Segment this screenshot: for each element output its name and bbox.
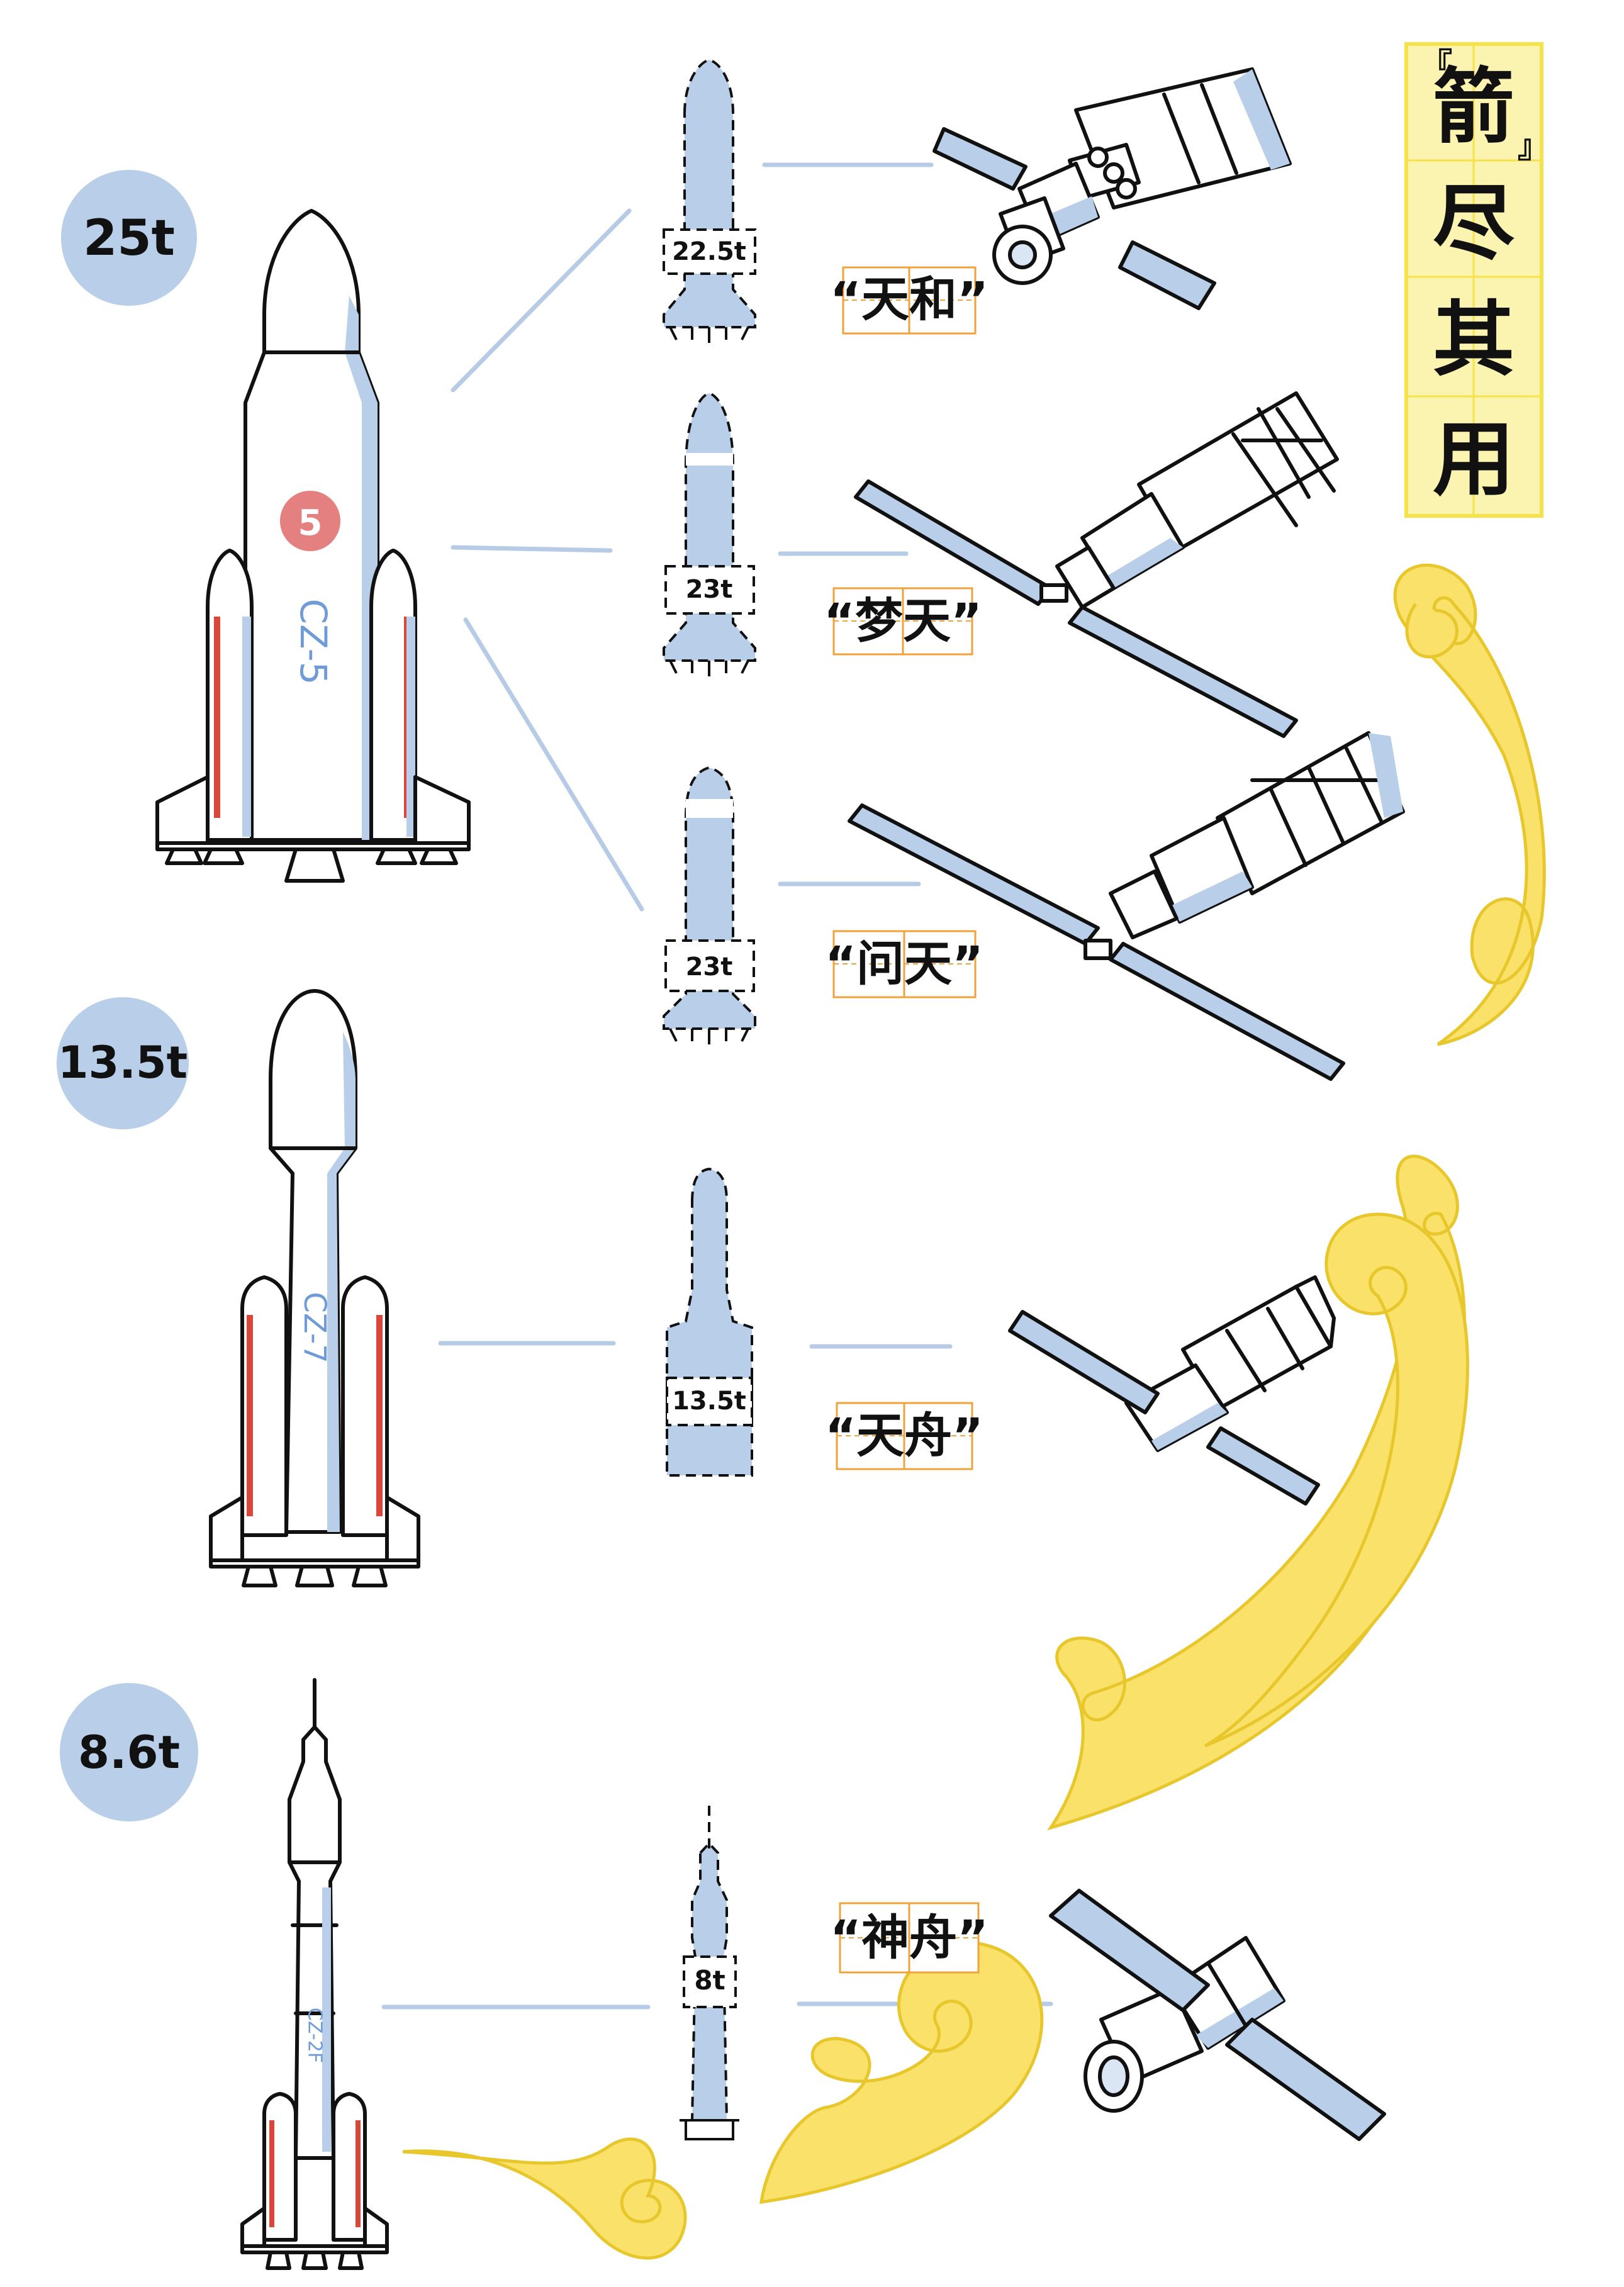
badge-text: 13.5t (58, 1037, 188, 1088)
silhouette-mass: 23t (686, 953, 733, 981)
label-shenzhou: “神舟” (830, 1902, 988, 1974)
spacecraft-name: “神舟” (830, 1910, 988, 1965)
rocket-model-label: CZ-2F (304, 2008, 326, 2063)
title-char-3: 其 (1433, 292, 1515, 388)
rocket-cz5: 5 CZ-5 (155, 209, 471, 883)
rocket-cz7: CZ-7 (209, 989, 420, 1587)
spacecraft-name: “天和” (830, 271, 988, 327)
spacecraft-wentian (848, 731, 1405, 1081)
title-close-bracket: 』 (1518, 128, 1549, 165)
silhouette-mengtian: 23t (663, 391, 756, 676)
silhouette-shenzhou: 8t (680, 1806, 739, 2140)
silhouette-wentian: 23t (663, 766, 756, 1044)
silhouette-mass: 8t (694, 1965, 725, 1996)
payload-badge-cz2f: 8.6t (60, 1683, 198, 1821)
payload-badge-cz5: 25t (61, 170, 197, 306)
label-wentian: “问天” (825, 930, 983, 998)
badge-text: 8.6t (78, 1726, 180, 1779)
rocket-model-label: CZ-7 (297, 1292, 332, 1363)
spacecraft-name: “天舟” (825, 1407, 983, 1463)
title-open-bracket: 『 (1421, 47, 1452, 83)
badge-text: 25t (83, 210, 175, 267)
spacecraft-tianzhou (1008, 1275, 1336, 1506)
label-tianzhou: “天舟” (825, 1402, 983, 1470)
payload-badge-cz7: 13.5t (57, 997, 189, 1129)
rocket-model-label: CZ-5 (292, 598, 335, 685)
title-block: 『 箭 』 尽 其 用 (1404, 42, 1549, 518)
silhouette-mass: 23t (686, 575, 733, 604)
spacecraft-tianhe (932, 67, 1292, 310)
silhouette-mass: 13.5t (672, 1387, 746, 1416)
rocket-cz2f: CZ-2F (240, 1678, 389, 2270)
spacecraft-name: “问天” (825, 936, 983, 992)
svg-text:5: 5 (298, 503, 323, 544)
title-char-4: 用 (1433, 411, 1515, 507)
silhouette-tianzhou: 13.5t (666, 1167, 753, 1477)
title-char-2: 尽 (1433, 176, 1515, 271)
silhouette-tianhe: 22.5t (663, 58, 756, 343)
spacecraft-mengtian (854, 391, 1339, 738)
cloud-swirls (402, 563, 1546, 2260)
label-mengtian: “梦天” (824, 587, 982, 656)
label-tianhe: “天和” (830, 266, 988, 335)
silhouette-mass: 22.5t (672, 237, 746, 266)
spacecraft-name: “梦天” (824, 593, 982, 649)
title-char-1: 箭 (1433, 59, 1515, 155)
spacecraft-shenzhou (1049, 1889, 1386, 2141)
